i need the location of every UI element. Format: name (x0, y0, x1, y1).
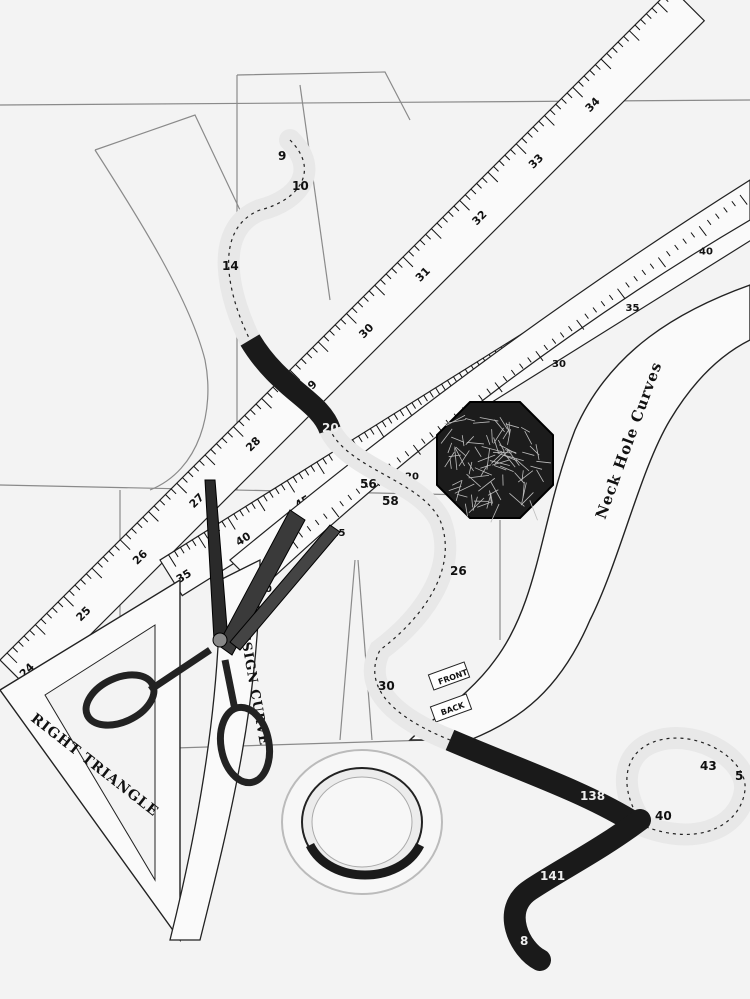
tape-number: 9 (278, 149, 286, 163)
ruler-number: 40 (699, 247, 713, 258)
ruler-number: 30 (552, 359, 566, 370)
tape-number: 10 (292, 179, 309, 193)
scissors-icon (82, 479, 341, 787)
tape-number: 26 (450, 564, 467, 578)
tape-number: 8 (520, 934, 528, 948)
ruler-number: 20 (405, 472, 419, 483)
tape-number: 30 (378, 679, 395, 693)
tape-number: 14 (222, 259, 239, 273)
tape-number: 43 (700, 759, 717, 773)
tape-number: 40 (655, 809, 672, 823)
tape-number: 138 (580, 789, 605, 803)
tape-number: 5 (735, 769, 743, 783)
right-triangle-ruler: RIGHT TRIANGLE (0, 578, 181, 943)
ruler-number: 35 (626, 303, 640, 314)
tape-number: 58 (382, 494, 399, 508)
tape-roll-icon (281, 749, 443, 895)
tape-number: 141 (540, 869, 565, 883)
tape-number: 20 (322, 421, 339, 435)
pin-box-icon (436, 401, 554, 523)
front-back-tags: FRONT BACK (427, 661, 473, 723)
tape-number: 56 (360, 477, 377, 491)
neck-hole-curves-ruler: Neck Hole Curves FRONT BACK (408, 284, 750, 741)
